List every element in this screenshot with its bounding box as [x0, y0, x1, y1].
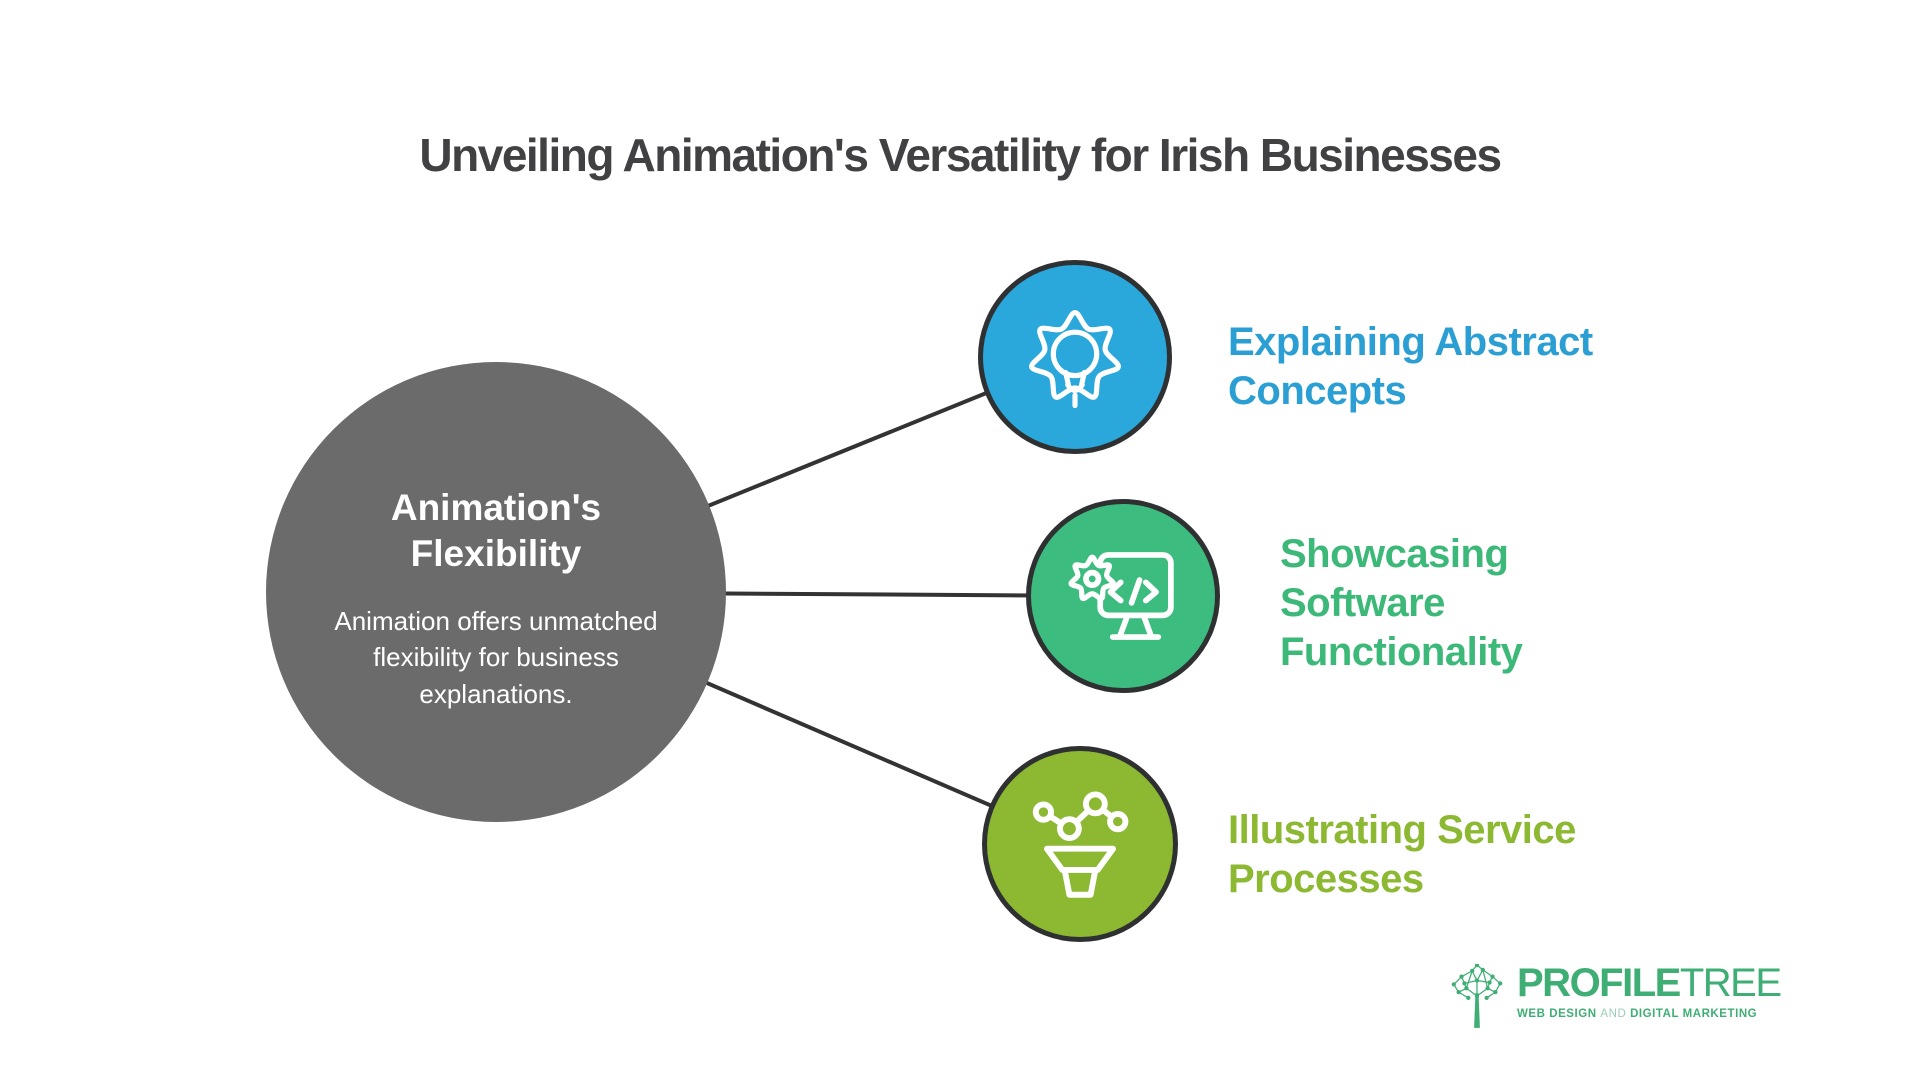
logo-tagline: WEB DESIGN AND DIGITAL MARKETING — [1517, 1008, 1781, 1020]
data-funnel-icon — [1032, 791, 1129, 898]
logo-brand-profile: PROFILE — [1517, 961, 1681, 1005]
central-heading: Animation's Flexibility — [390, 486, 602, 574]
logo-text: PROFILETREE WEB DESIGN AND DIGITAL MARKE… — [1517, 961, 1782, 1020]
software-monitor-icon — [1068, 552, 1174, 640]
page-title: Unveiling Animation's Versatility for Ir… — [419, 129, 1502, 181]
node-explaining-abstract-concepts — [978, 260, 1172, 454]
central-description: Animation offers unmatched flexibility f… — [334, 605, 658, 710]
central-node: Animation's Flexibility Animation offers… — [266, 362, 726, 822]
node-illustrating-service-processes — [982, 746, 1178, 942]
logo-brand-tree: TREE — [1679, 961, 1782, 1005]
tagline-digital-marketing: DIGITAL MARKETING — [1630, 1008, 1758, 1020]
tagline-web-design: WEB DESIGN — [1517, 1008, 1597, 1020]
branch-label-showcasing-software-functionality: Showcasing Software Functionality — [1280, 532, 1523, 674]
branch-label-explaining-abstract-concepts: Explaining Abstract Concepts — [1228, 320, 1593, 413]
gear-lightbulb-icon — [1029, 309, 1121, 409]
node-showcasing-software-functionality — [1026, 499, 1220, 693]
tagline-and: AND — [1600, 1008, 1627, 1020]
logo-brand: PROFILETREE — [1517, 961, 1782, 1005]
branch-label-illustrating-service-processes: Illustrating Service Processes — [1228, 808, 1576, 901]
profiletree-logo: PROFILETREE WEB DESIGN AND DIGITAL MARKE… — [1448, 961, 1782, 1028]
tree-network-icon — [1451, 964, 1503, 1028]
